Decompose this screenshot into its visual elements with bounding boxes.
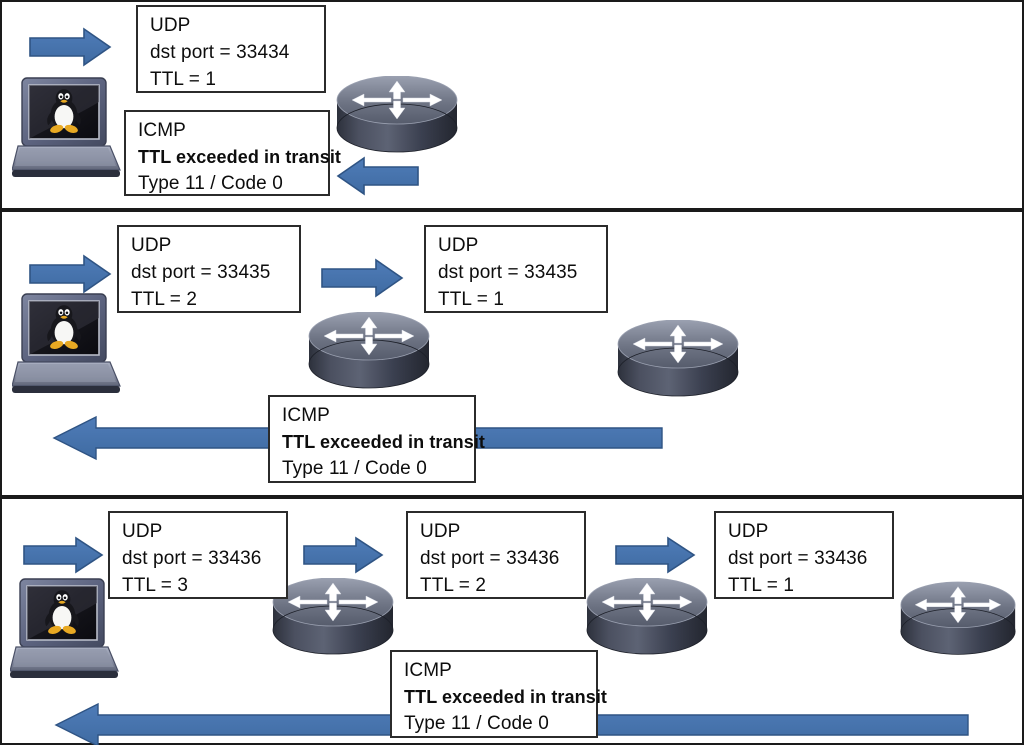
router-hop-2 <box>615 320 741 402</box>
router-hop-1 <box>306 312 432 394</box>
box-line: ICMP <box>282 405 330 426</box>
box-line: ICMP <box>138 120 186 141</box>
frame-border-bottom <box>0 743 1024 745</box>
udp-probe-arrow-3 <box>614 536 696 574</box>
box-line: TTL = 3 <box>122 574 188 596</box>
udp-probe-arrow-2 <box>320 258 404 298</box>
host-laptop-linux <box>10 577 120 685</box>
udp-packet-box-2: UDP dst port = 33436 TTL = 2 <box>406 511 586 599</box>
box-line: TTL = 1 <box>728 574 794 596</box>
udp-probe-arrow <box>28 27 112 67</box>
router-hop-3 <box>898 581 1018 661</box>
box-line-emphasis: TTL exceeded in transit <box>404 686 608 707</box>
box-line: Type 11 / Code 0 <box>404 712 549 734</box>
router-hop-1 <box>334 76 460 158</box>
box-line: dst port = 33435 <box>131 261 271 283</box>
router-hop-2 <box>584 578 710 660</box>
box-line-emphasis: TTL exceeded in transit <box>282 431 486 452</box>
icmp-reply-box: ICMP TTL exceeded in transit Type 11 / C… <box>268 395 486 483</box>
box-line: UDP <box>438 235 479 256</box>
udp-packet-box-1: UDP dst port = 33436 TTL = 3 <box>108 511 288 599</box>
box-line: dst port = 33436 <box>728 547 868 569</box>
host-laptop-linux <box>12 76 122 184</box>
icmp-reply-box: ICMP TTL exceeded in transit Type 11 / C… <box>390 650 608 738</box>
box-line: UDP <box>122 521 163 542</box>
frame-border-top <box>0 0 1024 2</box>
panel-ttl-2: UDP dst port = 33435 TTL = 2 UDP dst por… <box>0 212 1024 497</box>
udp-packet-box: UDP dst port = 33434 TTL = 1 <box>136 5 326 93</box>
box-line: TTL = 2 <box>420 574 486 596</box>
router-hop-1 <box>270 578 396 660</box>
icmp-reply-arrow <box>336 156 420 196</box>
box-line: UDP <box>420 521 461 542</box>
box-line: dst port = 33436 <box>420 547 560 569</box>
box-line: TTL = 2 <box>131 288 197 310</box>
udp-probe-arrow-1 <box>28 254 112 294</box>
box-line: TTL = 1 <box>150 68 216 90</box>
box-line: UDP <box>150 15 191 36</box>
box-line: dst port = 33436 <box>122 547 262 569</box>
box-line: Type 11 / Code 0 <box>282 457 427 479</box>
udp-probe-arrow-2 <box>302 536 384 574</box>
box-line: TTL = 1 <box>438 288 504 310</box>
box-line: UDP <box>728 521 769 542</box>
panel-ttl-1: UDP dst port = 33434 TTL = 1 <box>0 0 1024 210</box>
udp-packet-box-3: UDP dst port = 33436 TTL = 1 <box>714 511 894 599</box>
box-line-emphasis: TTL exceeded in transit <box>138 146 342 167</box>
udp-probe-arrow-1 <box>22 536 104 574</box>
icmp-reply-box: ICMP TTL exceeded in transit Type 11 / C… <box>124 110 342 196</box>
frame-border-left <box>0 0 2 745</box>
udp-packet-box-1: UDP dst port = 33435 TTL = 2 <box>117 225 301 313</box>
box-line: dst port = 33434 <box>150 41 290 63</box>
frame-border-right <box>1022 0 1024 745</box>
udp-packet-box-2: UDP dst port = 33435 TTL = 1 <box>424 225 608 313</box>
panel-ttl-3: UDP dst port = 33436 TTL = 3 UDP dst por… <box>0 499 1024 745</box>
box-line: UDP <box>131 235 172 256</box>
box-line: dst port = 33435 <box>438 261 578 283</box>
panel-divider-1 <box>0 208 1024 212</box>
panel-divider-2 <box>0 495 1024 499</box>
box-line: Type 11 / Code 0 <box>138 172 283 194</box>
box-line: ICMP <box>404 660 452 681</box>
host-laptop-linux <box>12 292 122 400</box>
